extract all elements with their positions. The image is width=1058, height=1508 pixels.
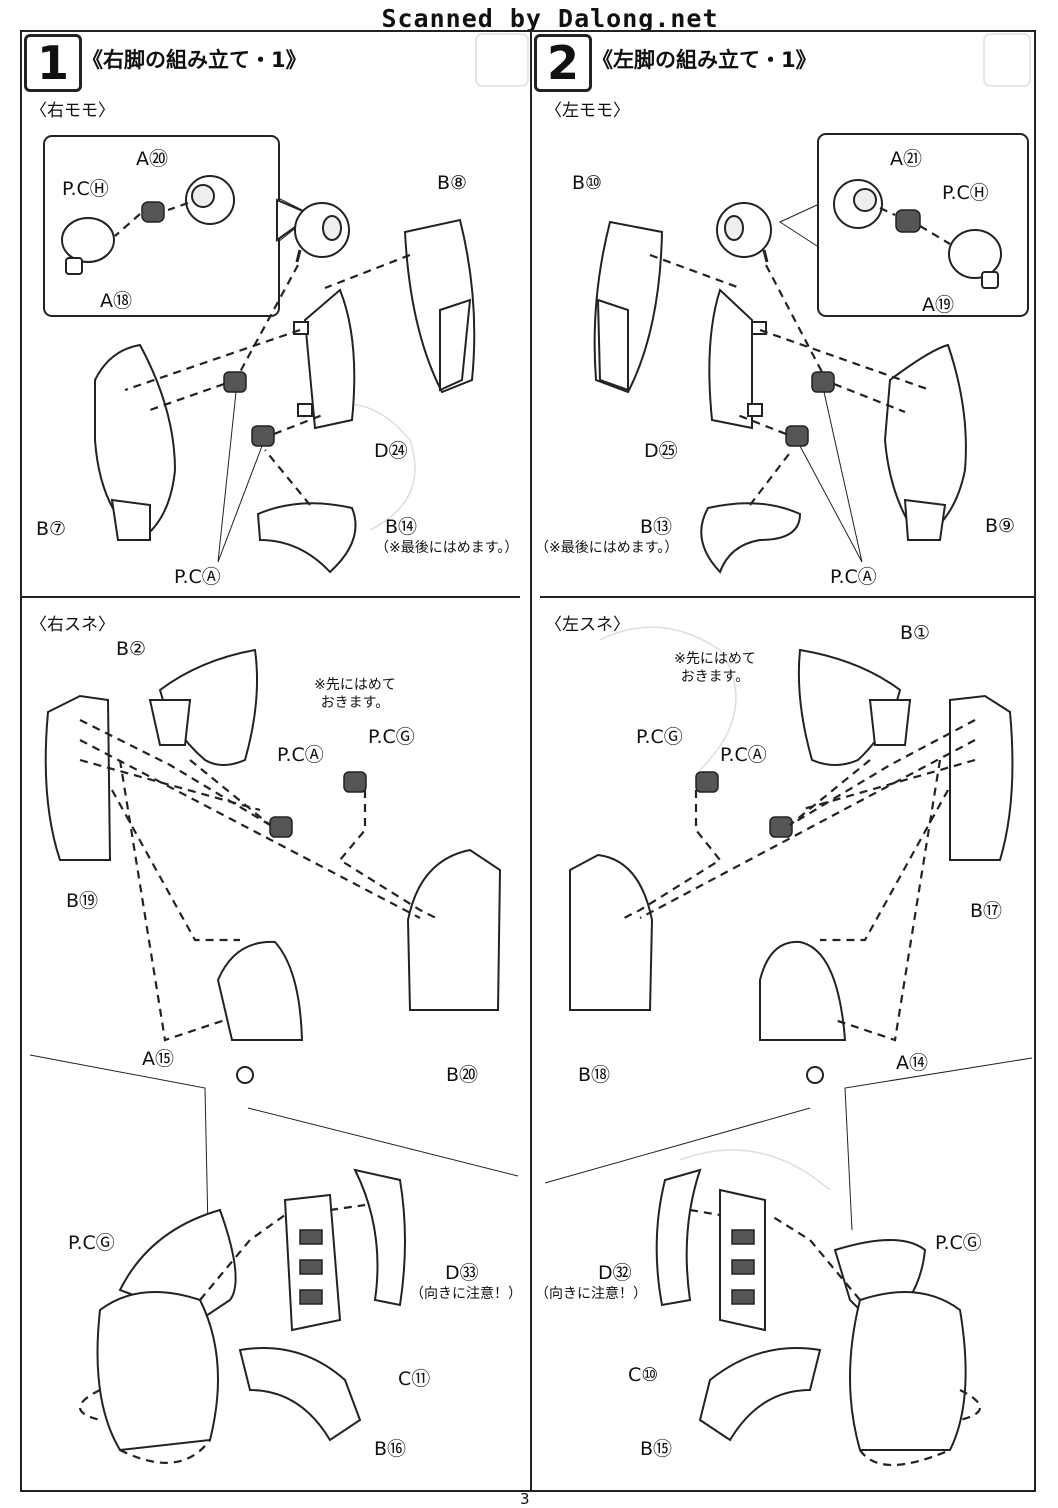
part-label: B⑭ [385,516,418,538]
part-label: B⑧ [437,172,468,194]
part-label: A㉑ [890,148,922,170]
part-label: P.CⒼ [935,1232,982,1254]
note-line: おきます。 [320,695,390,711]
part-label: D㉕ [644,440,678,462]
part-label: P.CⒼ [368,726,415,748]
part-label: P.CⒶ [277,744,324,766]
page-frame [20,30,1036,1492]
left-thigh-heading: 〈左モモ〉 [545,101,630,121]
note-line: ※先にはめて [314,677,396,693]
note-last-fit: （※最後にはめます。） [535,540,679,556]
scanner-banner: Scanned by Dalong.net [381,4,719,33]
note-fit-first: ※先にはめて おきます。 [660,650,770,686]
part-label: P.CⒼ [636,726,683,748]
right-shin-diagram [44,648,502,1084]
part-label: B⑩ [572,172,603,194]
right-section-divider [540,596,1034,598]
right-thigh-diagram [43,135,476,574]
left-detail-callout [544,1057,1033,1466]
right-detail-callout [29,1054,519,1464]
part-label: B⑰ [970,900,1003,922]
part-label: B⑨ [985,515,1016,537]
part-label: P.CⒶ [174,566,221,588]
part-label: P.CⒽ [942,182,989,204]
part-label: B⑯ [374,1438,407,1460]
note-orientation: （向きに注意！） [535,1286,647,1302]
note-orientation: （向きに注意！） [410,1286,522,1302]
note-last-fit: （※最後にはめます。） [375,540,519,556]
center-divider [530,30,532,1490]
left-shin-heading: 〈左スネ〉 [545,615,630,635]
part-label: A⑭ [896,1052,928,1074]
part-label: C⑪ [398,1368,431,1390]
part-label: A⑱ [100,290,132,312]
left-thigh-diagram [593,133,1029,574]
part-label: P.CⒶ [720,744,767,766]
part-label: P.CⒽ [62,178,109,200]
page-number: 3 [520,1490,530,1508]
part-label: B⑦ [36,518,67,540]
note-line: おきます。 [680,669,750,685]
part-label: A⑮ [142,1048,174,1070]
step-1-title: 《右脚の組み立て・1》 [82,48,307,72]
part-label: B⑮ [640,1438,673,1460]
part-label: D㉔ [374,440,408,462]
part-label: D㉜ [598,1262,632,1284]
part-label: B② [116,638,147,660]
note-fit-first: ※先にはめて おきます。 [300,676,410,712]
left-section-divider [20,596,520,598]
part-label: B⑱ [578,1064,611,1086]
step-2-title: 《左脚の組み立て・1》 [592,48,817,72]
left-shin-diagram [569,648,1014,1084]
part-label: B⑲ [66,890,99,912]
part-label: B① [900,622,931,644]
part-label: A⑳ [136,148,168,170]
step-2-number: 2 [534,34,592,92]
part-label: D㉝ [445,1262,479,1284]
note-line: ※先にはめて [674,651,756,667]
part-label: A⑲ [922,294,954,316]
part-label: P.CⒶ [830,566,877,588]
part-label: B⑳ [446,1064,479,1086]
right-shin-heading: 〈右スネ〉 [30,615,115,635]
part-label: P.CⒼ [68,1232,115,1254]
step-1-number: 1 [24,34,82,92]
right-thigh-heading: 〈右モモ〉 [30,101,115,121]
part-label: B⑬ [640,516,673,538]
part-label: C⑩ [628,1364,659,1386]
